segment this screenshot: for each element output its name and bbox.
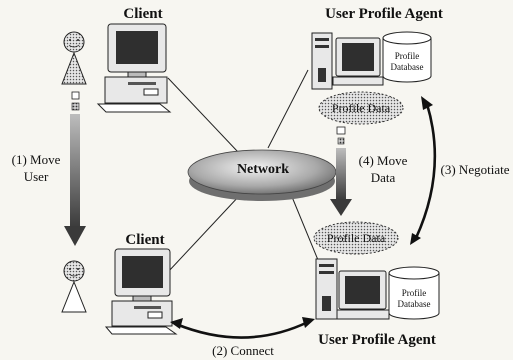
agent-label-top: User Profile Agent bbox=[325, 6, 443, 22]
link-agent-bottom bbox=[289, 191, 319, 261]
client-label-bottom: Client bbox=[125, 232, 165, 248]
step2-label: (2) Connect bbox=[212, 343, 274, 358]
client-computer-top bbox=[96, 23, 172, 113]
database-label-bottom-line2: Database bbox=[397, 299, 431, 309]
step3-label: (3) Negotiate bbox=[440, 162, 510, 177]
link-client-bottom bbox=[167, 194, 241, 273]
negotiate-arrow bbox=[410, 96, 437, 245]
agent-server-top bbox=[311, 32, 384, 90]
database-label-top-line2: Database bbox=[390, 62, 424, 72]
step1-label-line1: (1) Move bbox=[11, 152, 61, 167]
client-label-top: Client bbox=[123, 6, 163, 22]
step4-label-line1: (4) Move bbox=[358, 153, 408, 168]
move-user-arrow bbox=[64, 91, 86, 246]
step4-label-line2: Data bbox=[370, 170, 396, 185]
connect-arrow bbox=[170, 317, 315, 339]
step1-label-line2: User bbox=[23, 169, 49, 184]
profile-data-label-top: Profile Data bbox=[331, 101, 391, 115]
network-cloud bbox=[187, 149, 337, 201]
database-label-top-line1: Profile bbox=[394, 51, 420, 61]
agent-server-bottom bbox=[315, 258, 390, 320]
network-label: Network bbox=[236, 162, 290, 177]
user-figure-top bbox=[61, 31, 87, 85]
database-top bbox=[382, 31, 432, 83]
client-computer-bottom bbox=[104, 248, 178, 335]
network-links bbox=[167, 69, 319, 273]
link-client-top bbox=[167, 77, 239, 153]
agent-label-bottom: User Profile Agent bbox=[318, 332, 436, 348]
user-figure-bottom bbox=[61, 260, 87, 313]
profile-data-label-bottom: Profile Data bbox=[326, 231, 386, 245]
move-data-arrow bbox=[330, 126, 352, 216]
database-bottom bbox=[388, 266, 440, 320]
profile-data-top bbox=[318, 91, 404, 125]
database-label-bottom-line1: Profile bbox=[401, 288, 427, 298]
profile-data-bottom bbox=[313, 221, 399, 255]
link-agent-top bbox=[267, 69, 309, 149]
